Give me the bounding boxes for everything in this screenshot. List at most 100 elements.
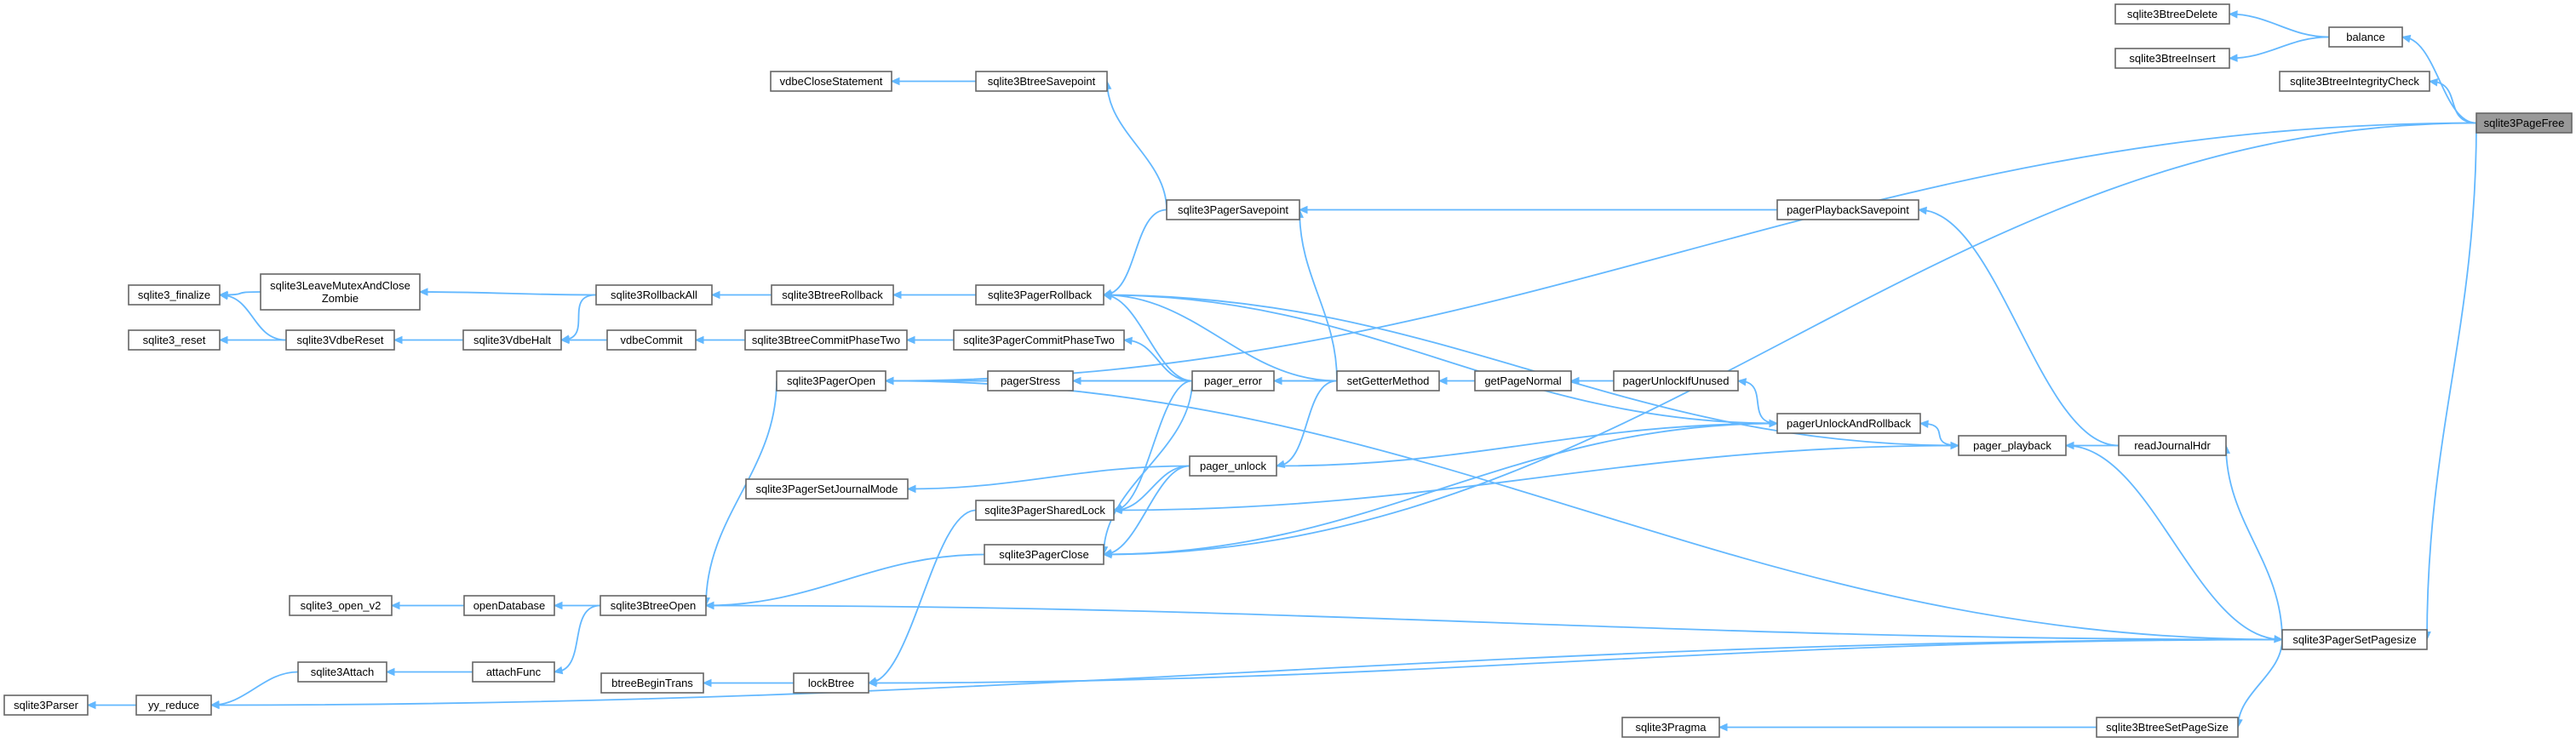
edge-pager_playback-to-sqlite3PagerRollback: [1103, 294, 1959, 447]
node-label-sqlite3BtreeCommitPhaseTwo: sqlite3BtreeCommitPhaseTwo: [752, 334, 900, 346]
arrowhead-sqlite3PagerClose-to-sqlite3PageFree: [1102, 550, 1112, 559]
arrowhead-sqlite3_open_v2-to-openDatabase: [390, 601, 400, 610]
node-box-sqlite3PagerSetPagesize: [2281, 629, 2428, 650]
nodes-layer: sqlite3PageFree sqlite3BtreeDelete balance…: [3, 3, 2573, 738]
arrowhead-sqlite3BtreeRollback-to-sqlite3PagerRollback: [892, 290, 902, 300]
node-pagerStress[interactable]: pagerStress: [987, 370, 1074, 392]
node-sqlite3BtreeRollback[interactable]: sqlite3BtreeRollback: [771, 284, 894, 306]
node-sqlite3_open_v2[interactable]: sqlite3_open_v2: [289, 595, 393, 616]
node-sqlite3PageFree[interactable]: sqlite3PageFree: [2476, 112, 2573, 134]
node-box-sqlite3RollbackAll: [595, 284, 713, 306]
node-yy_reduce[interactable]: yy_reduce: [135, 694, 212, 716]
node-label-lockBtree: lockBtree: [808, 677, 854, 689]
node-setGetterMethod[interactable]: setGetterMethod: [1336, 370, 1440, 392]
node-box-balance: [2328, 26, 2403, 48]
node-sqlite3BtreeInsert[interactable]: sqlite3BtreeInsert: [2114, 48, 2230, 69]
node-sqlite3BtreeDelete[interactable]: sqlite3BtreeDelete: [2114, 3, 2230, 25]
node-sqlite3_finalize[interactable]: sqlite3_finalize: [128, 284, 221, 306]
node-pagerUnlockIfUnused[interactable]: pagerUnlockIfUnused: [1613, 370, 1739, 392]
node-box-vdbeCloseStatement: [770, 71, 892, 92]
edge-sqlite3BtreeInsert-to-balance: [2229, 36, 2330, 60]
edge-pagerPlaybackSavepoint-to-readJournalHdr: [1918, 209, 2120, 447]
edge-sqlite3PagerClose-to-pager_unlock: [1103, 465, 1190, 556]
node-sqlite3VdbeReset[interactable]: sqlite3VdbeReset: [285, 329, 395, 351]
edge-pagerUnlockAndRollback-to-sqlite3PagerRollback: [1103, 294, 1778, 425]
node-sqlite3PagerSavepoint[interactable]: sqlite3PagerSavepoint: [1166, 199, 1300, 220]
arrowhead-yy_reduce-to-sqlite3PagerSetPagesize: [209, 700, 220, 710]
edge-sqlite3PagerSetPagesize-to-sqlite3PageFree: [2426, 123, 2477, 640]
node-getPageNormal[interactable]: getPageNormal: [1474, 370, 1572, 392]
edge-sqlite3PagerSharedLock-to-pager_error: [1113, 380, 1193, 512]
node-sqlite3PagerOpen[interactable]: sqlite3PagerOpen: [776, 370, 886, 392]
node-sqlite3PagerSetJournalMode[interactable]: sqlite3PagerSetJournalMode: [745, 478, 909, 500]
node-label-sqlite3Parser: sqlite3Parser: [14, 699, 79, 712]
node-box-sqlite3BtreeIntegrityCheck: [2279, 71, 2430, 92]
node-box-pagerPlaybackSavepoint: [1776, 199, 1919, 220]
node-pagerPlaybackSavepoint[interactable]: pagerPlaybackSavepoint: [1776, 199, 1919, 220]
node-label-balance: balance: [2346, 31, 2385, 43]
node-label-sqlite3PagerSharedLock: sqlite3PagerSharedLock: [984, 504, 1105, 517]
node-sqlite3Attach[interactable]: sqlite3Attach: [297, 661, 387, 683]
node-pagerUnlockAndRollback[interactable]: pagerUnlockAndRollback: [1776, 413, 1921, 434]
node-sqlite3PagerClose[interactable]: sqlite3PagerClose: [984, 544, 1104, 565]
node-label-yy_reduce: yy_reduce: [148, 699, 199, 712]
arrowhead-sqlite3_finalize-to-sqlite3VdbeReset: [218, 291, 229, 300]
node-sqlite3BtreeSavepoint[interactable]: sqlite3BtreeSavepoint: [975, 71, 1108, 92]
arrowhead-pagerUnlockAndRollback-to-pager_playback: [1919, 420, 1929, 428]
node-box-sqlite3PagerRollback: [975, 284, 1104, 306]
node-btreeBeginTrans[interactable]: btreeBeginTrans: [600, 672, 704, 694]
node-sqlite3BtreeOpen[interactable]: sqlite3BtreeOpen: [600, 595, 707, 616]
node-sqlite3BtreeSetPageSize[interactable]: sqlite3BtreeSetPageSize: [2096, 717, 2239, 738]
node-label-pagerUnlockIfUnused: pagerUnlockIfUnused: [1622, 374, 1729, 387]
edge-sqlite3PagerOpen-to-sqlite3PagerSetPagesize: [885, 380, 2283, 641]
node-openDatabase[interactable]: openDatabase: [463, 595, 555, 616]
edge-lockBtree-to-sqlite3PagerSetPagesize: [868, 638, 2283, 684]
node-box-sqlite3BtreeInsert: [2114, 48, 2230, 69]
node-sqlite3BtreeIntegrityCheck[interactable]: sqlite3BtreeIntegrityCheck: [2279, 71, 2430, 92]
node-box-sqlite3_open_v2: [289, 595, 393, 616]
node-box-yy_reduce: [135, 694, 212, 716]
node-label-vdbeCommit: vdbeCommit: [621, 334, 683, 346]
node-label-sqlite3_reset: sqlite3_reset: [143, 334, 206, 346]
edge-sqlite3LeaveMutexAndCloseZombie-to-sqlite3RollbackAll: [419, 291, 597, 296]
node-sqlite3PagerSetPagesize[interactable]: sqlite3PagerSetPagesize: [2281, 629, 2428, 650]
node-pager_unlock[interactable]: pager_unlock: [1189, 455, 1277, 477]
node-sqlite3Parser[interactable]: sqlite3Parser: [3, 694, 89, 716]
node-label-attachFunc: attachFunc: [486, 666, 542, 678]
arrowhead-sqlite3PagerOpen-to-sqlite3PagerSetPagesize: [884, 376, 894, 386]
node-sqlite3RollbackAll[interactable]: sqlite3RollbackAll: [595, 284, 713, 306]
node-balance[interactable]: balance: [2328, 26, 2403, 48]
node-box-setGetterMethod: [1336, 370, 1440, 392]
node-label-setGetterMethod: setGetterMethod: [1347, 374, 1430, 387]
node-sqlite3BtreeCommitPhaseTwo[interactable]: sqlite3BtreeCommitPhaseTwo: [744, 329, 908, 351]
node-box-sqlite3Attach: [297, 661, 387, 683]
edge-sqlite3BtreeSetPageSize-to-sqlite3PagerSetPagesize: [2237, 639, 2283, 728]
edge-sqlite3BtreeIntegrityCheck-to-sqlite3PageFree: [2429, 80, 2477, 124]
node-sqlite3PagerCommitPhaseTwo[interactable]: sqlite3PagerCommitPhaseTwo: [953, 329, 1125, 351]
node-readJournalHdr[interactable]: readJournalHdr: [2118, 435, 2227, 456]
node-pager_error[interactable]: pager_error: [1191, 370, 1275, 392]
node-label-sqlite3BtreeIntegrityCheck: sqlite3BtreeIntegrityCheck: [2290, 75, 2419, 88]
node-attachFunc[interactable]: attachFunc: [472, 661, 555, 683]
node-label-sqlite3LeaveMutexAndCloseZombie: Zombie: [322, 292, 359, 305]
node-pager_playback[interactable]: pager_playback: [1958, 435, 2067, 456]
edge-sqlite3PagerClose-to-pager_error: [1103, 380, 1193, 555]
node-sqlite3Pragma[interactable]: sqlite3Pragma: [1621, 717, 1720, 738]
node-label-pager_playback: pager_playback: [1973, 439, 2051, 452]
node-label-pagerStress: pagerStress: [1001, 374, 1061, 387]
node-sqlite3_reset[interactable]: sqlite3_reset: [128, 329, 221, 351]
node-box-vdbeCommit: [606, 329, 697, 351]
node-sqlite3PagerRollback[interactable]: sqlite3PagerRollback: [975, 284, 1104, 306]
node-lockBtree[interactable]: lockBtree: [793, 672, 869, 694]
node-vdbeCommit[interactable]: vdbeCommit: [606, 329, 697, 351]
edge-lockBtree-to-sqlite3PagerSharedLock: [868, 509, 977, 684]
node-label-sqlite3LeaveMutexAndCloseZombie: sqlite3LeaveMutexAndClose: [270, 279, 410, 292]
arrowhead-sqlite3PagerCommitPhaseTwo-to-pager_error: [1122, 336, 1133, 346]
node-label-sqlite3PagerClose: sqlite3PagerClose: [999, 548, 1089, 561]
node-box-sqlite3Pragma: [1621, 717, 1720, 738]
node-vdbeCloseStatement[interactable]: vdbeCloseStatement: [770, 71, 892, 92]
node-sqlite3PagerSharedLock[interactable]: sqlite3PagerSharedLock: [975, 500, 1115, 521]
node-sqlite3VdbeHalt[interactable]: sqlite3VdbeHalt: [462, 329, 562, 351]
